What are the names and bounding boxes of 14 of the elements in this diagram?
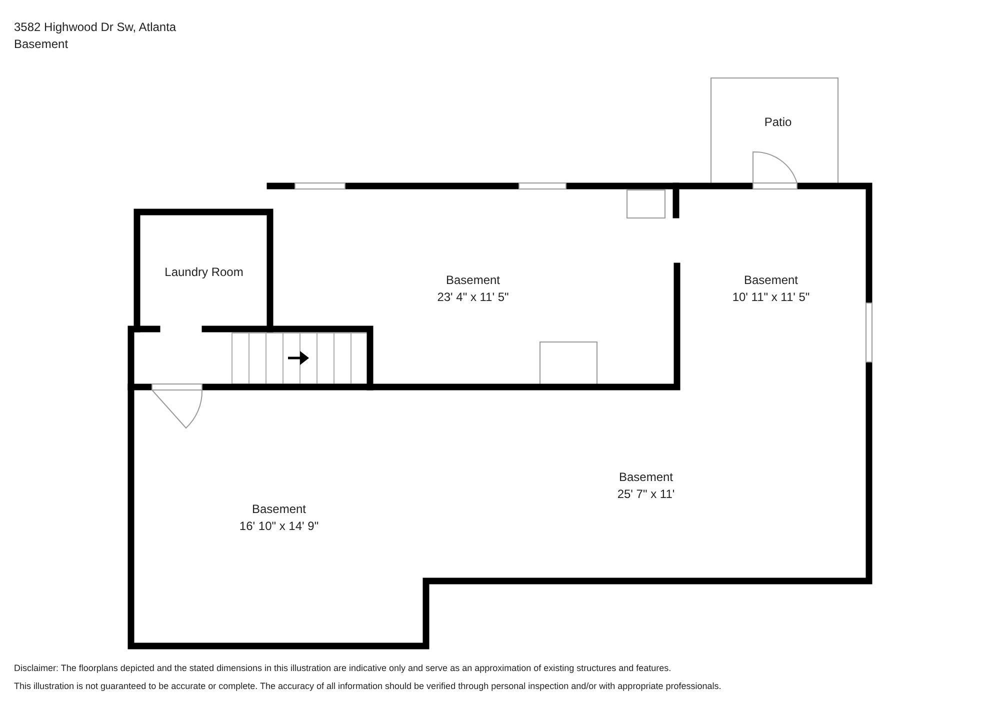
disclaimer-note: Disclaimer: The floorplans depicted and the stated dimensions in this illustration are indicative only and serve as an approximation of existing structures and features. (14, 663, 672, 673)
room-dimensions: 10' 11" x 11' 5" (732, 289, 810, 306)
room-name: Basement (250, 501, 308, 518)
room-dimensions: 23' 4" x 11' 5" (437, 289, 509, 306)
room-dimensions: 16' 10" x 14' 9" (239, 518, 319, 535)
floor-label: Basement (14, 37, 68, 51)
room-dimensions: 25' 7" x 11' (617, 486, 675, 503)
room-name: Laundry Room (164, 264, 244, 281)
room-name: Basement (444, 272, 502, 289)
address-title: 3582 Highwood Dr Sw, Atlanta (14, 20, 176, 34)
room-name: Basement (618, 469, 674, 486)
room-name: Patio (764, 114, 792, 131)
disclaimer-note: This illustration is not guaranteed to be accurate or complete. The accuracy of all information should be verified through personal inspection and/or with appropriate professionals. (14, 681, 722, 691)
room-name: Basement (742, 272, 800, 289)
